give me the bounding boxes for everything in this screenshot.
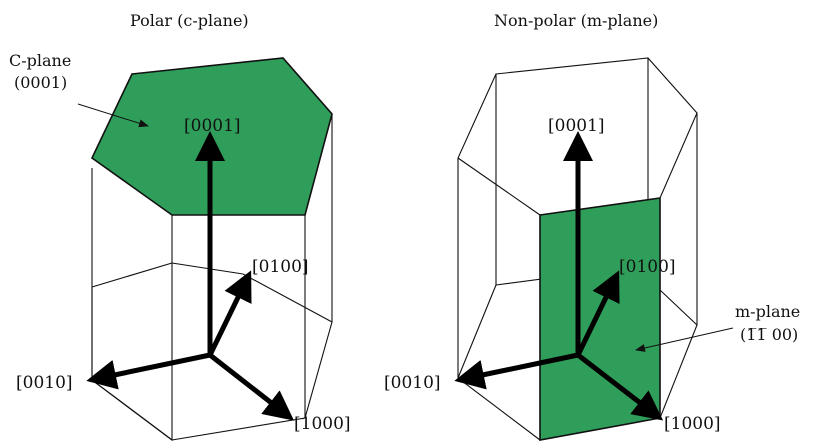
label-0100: [0100] [252,257,309,277]
nonpolar-m-plane-panel: Non-polar (m-plane) m-plane (1̅1̅ 00) [384,11,800,441]
axis-0100-arrow [207,270,252,357]
label-0010: [0010] [16,373,73,393]
label-1000: [1000] [294,414,351,434]
c-plane-index: (0001) [14,73,67,92]
axis-0010-arrow [86,352,211,390]
label-0010: [0010] [384,373,441,393]
m-plane-name: m-plane [735,302,800,321]
label-1000: [1000] [664,414,721,434]
axis-0100-arrow [575,270,620,357]
polar-c-plane-panel: Polar (c-plane) C-plane (0001) [9,11,351,441]
axis-1000-arrow [208,353,295,421]
polar-axes [86,131,295,421]
m-plane-pointer-arrow [635,327,734,352]
axis-0010-arrow [454,352,579,390]
label-0001: [0001] [184,116,241,136]
m-plane-index: (1̅1̅ 00) [740,325,798,344]
c-plane-pointer-arrow [77,103,149,128]
nonpolar-axes [454,131,664,421]
nonpolar-title: Non-polar (m-plane) [494,11,658,30]
label-0001: [0001] [548,116,605,136]
polar-title: Polar (c-plane) [130,11,249,30]
c-plane-name: C-plane [9,51,71,70]
label-0100: [0100] [619,257,676,277]
axis-1000-arrow [576,353,664,421]
